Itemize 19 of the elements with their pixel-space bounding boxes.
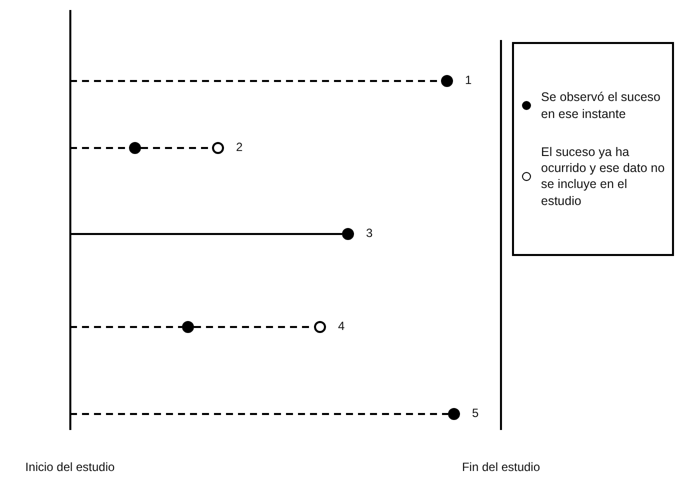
case-number: 2 [236, 140, 243, 154]
axis-label: Fin del estudio [462, 460, 540, 474]
case-number: 5 [472, 406, 479, 420]
timeline-line [70, 326, 182, 328]
timeline-line [70, 233, 342, 235]
event-dot [441, 75, 453, 87]
event-dot [448, 408, 460, 420]
legend-text: El suceso ya ha ocurrido y ese dato no se incluye en el estudio [541, 144, 666, 209]
legend-text: Se observó el suceso en ese instante [541, 89, 662, 122]
case-number: 1 [465, 73, 472, 87]
axis-label: Inicio del estudio [25, 460, 115, 474]
censored-circle [314, 321, 326, 333]
timeline-line [70, 413, 448, 415]
censored-circle [212, 142, 224, 154]
case-number: 3 [366, 226, 373, 240]
event-dot [342, 228, 354, 240]
event-dot [182, 321, 194, 333]
case-number: 4 [338, 319, 345, 333]
event-dot [129, 142, 141, 154]
